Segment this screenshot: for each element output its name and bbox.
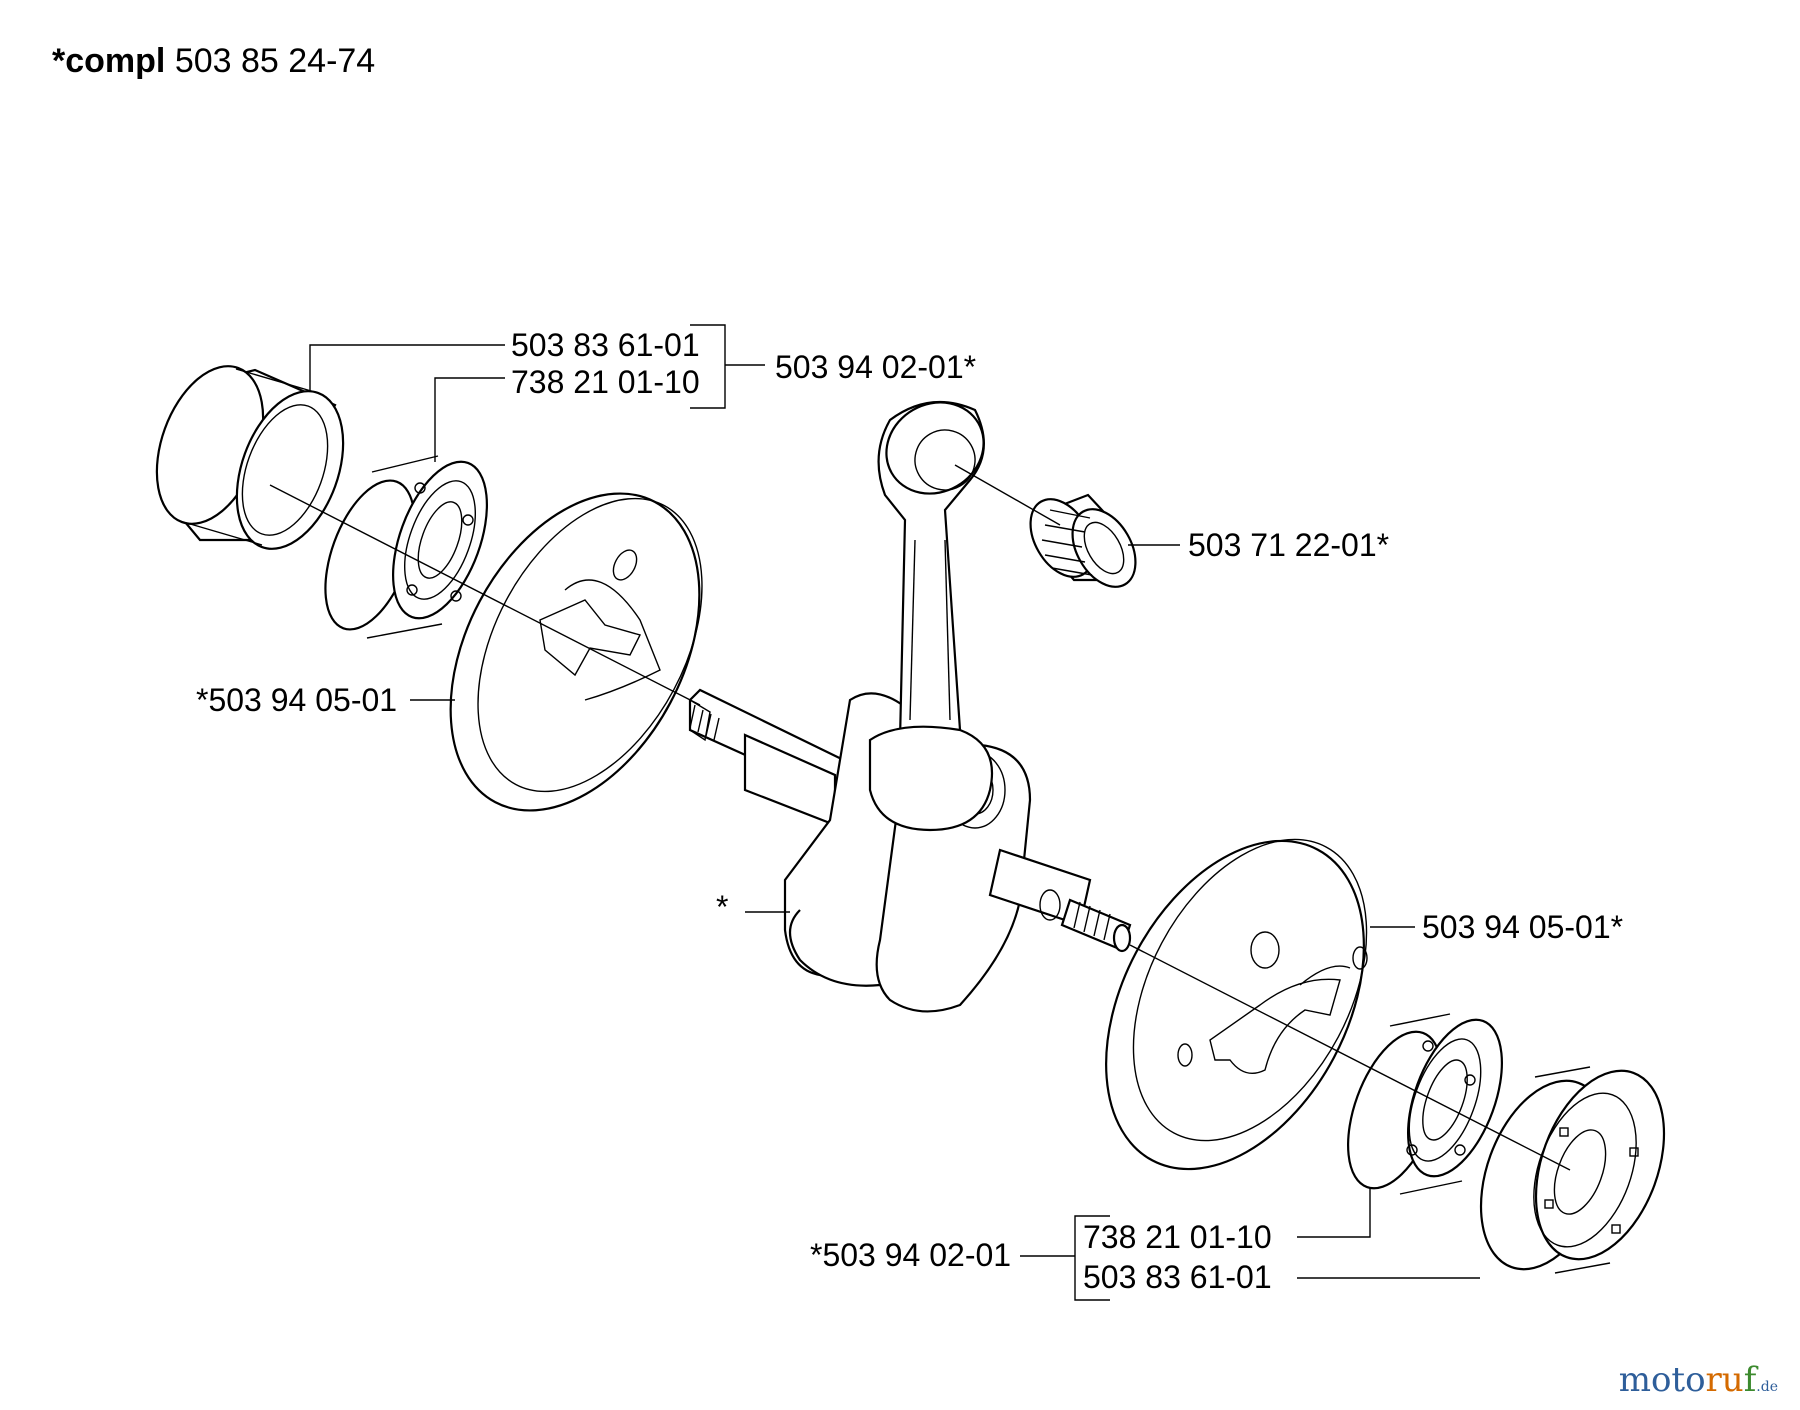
left-crank-half — [449, 492, 703, 812]
center-axis-left — [269, 484, 701, 706]
center-axis-needle — [954, 464, 1061, 526]
watermark-logo: motoruf.de — [1618, 1360, 1778, 1400]
label-bottom-bearing: 738 21 01-10 — [1083, 1219, 1272, 1255]
label-needle-bearing: 503 71 22-01* — [1188, 527, 1389, 563]
needle-bearing — [1029, 493, 1137, 588]
label-top-bearing: 738 21 01-10 — [511, 364, 700, 400]
center-axis-right — [1129, 944, 1571, 1171]
title-prefix: *compl — [52, 42, 166, 80]
leader-lines — [309, 324, 1480, 1301]
top-ball-bearing — [324, 455, 488, 639]
label-left-half: *503 94 05-01 — [196, 682, 397, 718]
page-title: *compl 503 85 24-74 — [52, 42, 375, 81]
label-top-group: 503 94 02-01* — [775, 349, 976, 385]
connecting-rod — [868, 400, 994, 832]
title-part-number: 503 85 24-74 — [174, 42, 376, 80]
bottom-ball-bearing — [1347, 1013, 1503, 1195]
top-oil-seal — [155, 365, 345, 550]
label-bottom-group: *503 94 02-01 — [810, 1237, 1011, 1273]
label-crankshaft: * — [716, 889, 728, 925]
label-right-half: 503 94 05-01* — [1422, 909, 1623, 945]
label-bottom-seal: 503 83 61-01 — [1083, 1259, 1272, 1295]
right-crank-half — [1105, 838, 1368, 1171]
label-top-seal: 503 83 61-01 — [511, 327, 700, 363]
bottom-oil-seal — [1479, 1066, 1666, 1274]
